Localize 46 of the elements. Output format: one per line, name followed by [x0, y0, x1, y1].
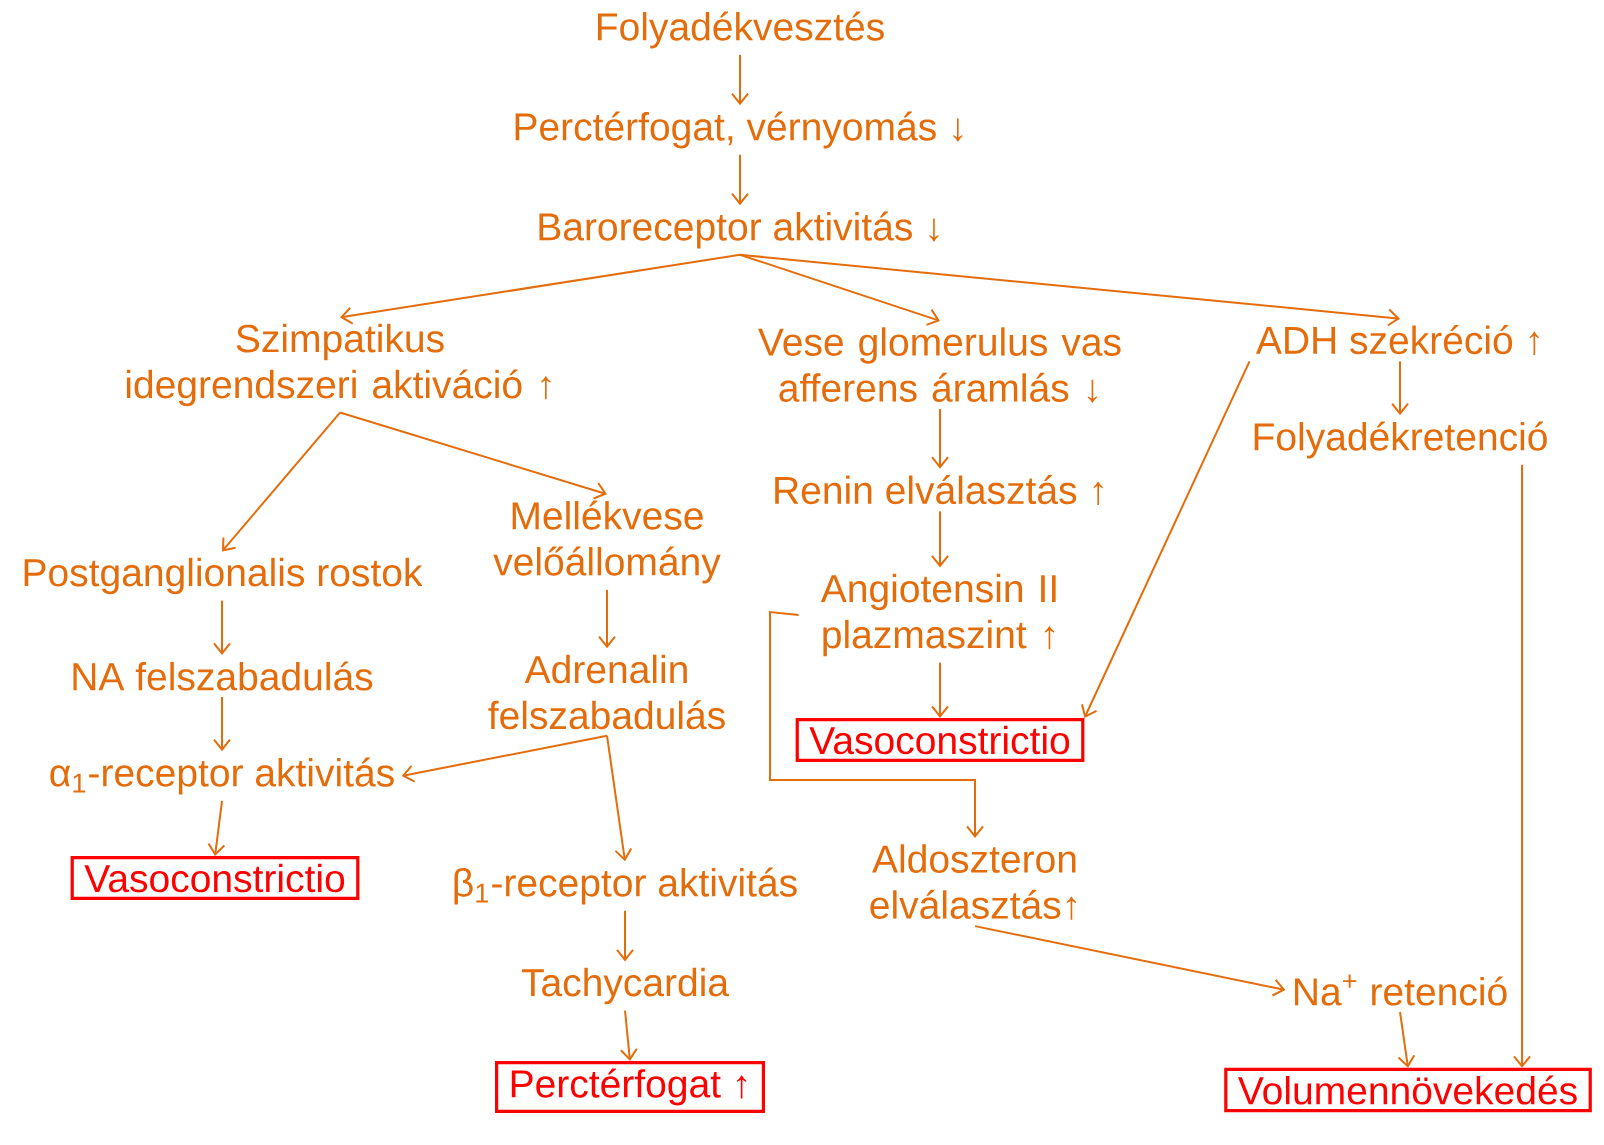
text-label: Vese glomerulus vas afferens áramlás ↓ — [758, 327, 1121, 403]
text-label: ADH szekréció ↑ — [1255, 325, 1539, 355]
highlighted-box: Volumennövekedés — [1224, 1067, 1592, 1113]
text-label: Renin elválasztás ↑ — [775, 475, 1103, 505]
arrow — [1513, 463, 1532, 1068]
arrow — [739, 253, 1401, 327]
arrow — [207, 799, 226, 857]
arrow — [974, 925, 1286, 997]
arrow — [619, 1009, 638, 1061]
text-label: Aldoszteron elválasztás↑ — [870, 844, 1076, 920]
arrow — [598, 588, 616, 649]
arrow — [401, 734, 608, 783]
arrow — [731, 153, 749, 206]
text-label: Szimpatikus idegrendszeri aktiváció ↑ — [126, 323, 551, 407]
text-label: β$_{1}$-receptor aktivitás — [454, 867, 797, 905]
arrow — [222, 411, 341, 552]
arrow — [1391, 360, 1409, 416]
arrow — [1397, 1011, 1416, 1068]
highlighted-box: Vasoconstrictio — [70, 856, 360, 900]
text-label: Angiotensin II plazmaszint ↑ — [820, 573, 1056, 657]
arrow — [739, 253, 940, 326]
arrow — [340, 253, 741, 325]
text-label: Folyadékvesztés — [598, 11, 884, 49]
arrow — [769, 610, 984, 838]
arrow — [931, 510, 949, 568]
arrow — [731, 53, 749, 106]
arrow — [1081, 360, 1251, 719]
text-label: Adrenalin felszabadulás — [488, 654, 725, 730]
text-label: Postganglionalis rostok — [24, 557, 423, 595]
text-label: Perctérfogat, vérnyomás ↓ — [515, 111, 963, 149]
arrow — [931, 661, 949, 719]
arrow — [213, 695, 231, 752]
arrow — [339, 411, 607, 500]
highlighted-box: Perctérfogat ↑ — [495, 1061, 765, 1113]
arrow — [616, 909, 634, 962]
text-label: Folyadékretenció — [1254, 421, 1547, 459]
arrow — [606, 734, 633, 862]
text-label: Mellékvese velőállomány — [493, 500, 721, 584]
highlighted-box: Vasoconstrictio — [795, 718, 1085, 762]
arrow — [931, 408, 949, 469]
text-label: Na$^{+}$ retenció — [1295, 974, 1507, 1006]
text-label: Tachycardia — [521, 967, 730, 1005]
text-label: NA felszabadulás — [73, 661, 373, 691]
text-label: α$_{1}$-receptor aktivitás — [50, 757, 394, 795]
arrow — [213, 599, 231, 656]
text-label: Baroreceptor aktivitás ↓ — [539, 211, 939, 249]
